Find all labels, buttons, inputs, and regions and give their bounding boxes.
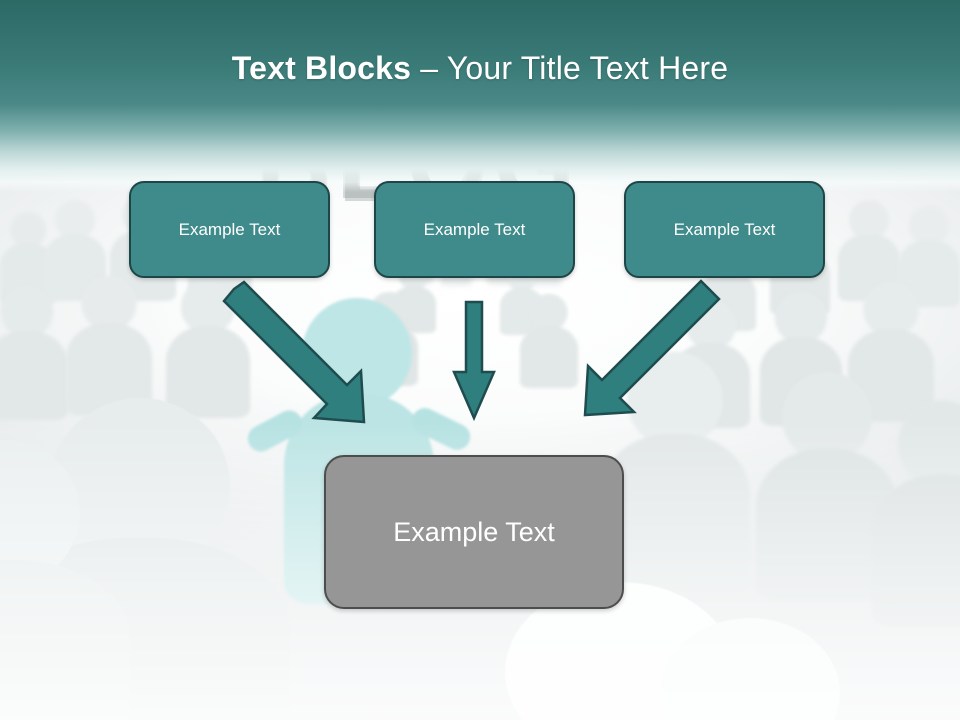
arrow-diagonal-right-icon	[583, 279, 721, 417]
text-block-2-label: Example Text	[423, 219, 526, 239]
page-title-bold: Text Blocks	[231, 50, 412, 86]
page-title-separator: –	[411, 50, 447, 86]
page-title-rest: Your Title Text Here	[446, 50, 729, 86]
crowd-figure	[520, 294, 578, 388]
arrow-down-middle-icon	[452, 300, 496, 422]
text-block-3-label: Example Text	[673, 219, 776, 239]
text-block-1[interactable]: Example Text	[129, 181, 330, 278]
text-block-3[interactable]: Example Text	[624, 181, 825, 278]
crowd-figure	[872, 400, 960, 627]
text-block-2[interactable]: Example Text	[374, 181, 575, 278]
result-text-block-label: Example Text	[393, 516, 555, 547]
page-title: Text Blocks – Your Title Text Here	[0, 48, 960, 88]
arrow-diagonal-left-icon	[222, 280, 366, 424]
crowd-figure	[66, 276, 152, 416]
text-block-1-label: Example Text	[178, 219, 281, 239]
header-band: Text Blocks – Your Title Text Here	[0, 0, 960, 192]
crowd-figure-foreground	[600, 618, 900, 720]
crowd-figure	[166, 280, 250, 418]
crowd-figure-foreground	[0, 440, 130, 720]
result-text-block[interactable]: Example Text	[324, 455, 624, 609]
crowd-figure	[0, 286, 68, 420]
crowd-figure	[838, 200, 900, 301]
crowd-figure	[600, 352, 750, 594]
